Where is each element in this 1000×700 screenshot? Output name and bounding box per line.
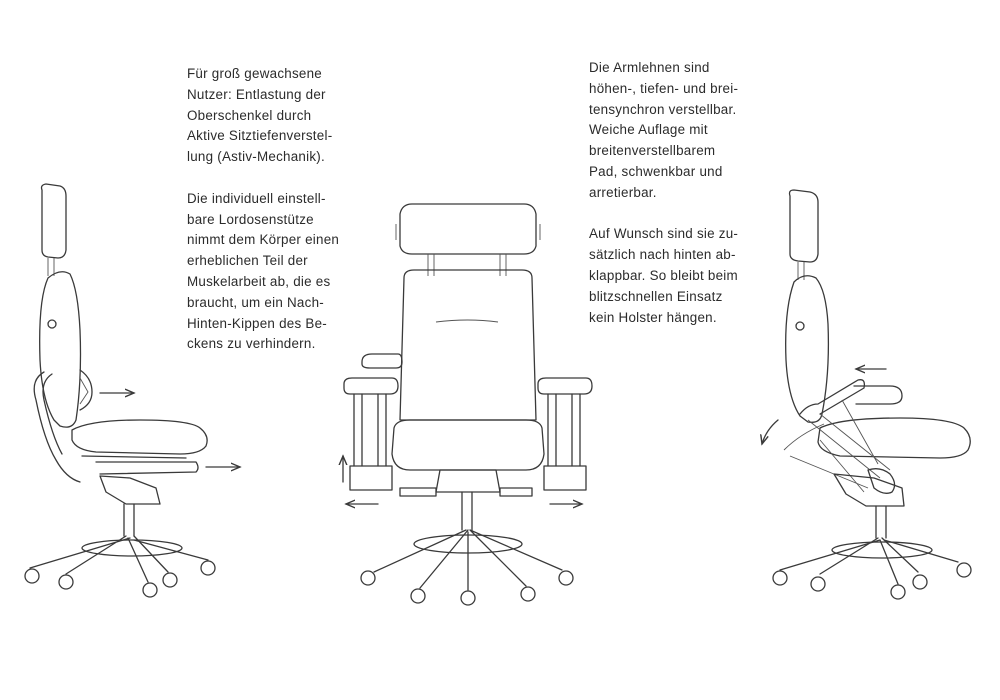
seat-center xyxy=(391,419,545,471)
base-center xyxy=(373,529,563,591)
seat-right xyxy=(817,417,971,459)
text-line: Auf Wunsch sind sie zu- xyxy=(589,226,739,242)
text-line: Oberschenkel durch xyxy=(187,107,312,123)
chair-side-view-left xyxy=(24,183,240,598)
text-line: Die individuell einstell- xyxy=(187,190,326,206)
armrest-right xyxy=(537,377,593,395)
lumbar-support xyxy=(79,369,93,411)
headrest-center xyxy=(399,203,537,255)
text-line: braucht, um ein Nach- xyxy=(187,294,324,310)
text-line: nimmt dem Körper einen xyxy=(187,232,340,248)
base-left xyxy=(29,535,209,583)
text-line: erheblichen Teil der xyxy=(187,253,308,269)
text-line: lung (Astiv-Mechanik). xyxy=(187,149,325,165)
text-line: bare Lordosenstütze xyxy=(187,211,314,227)
text-line: tensynchron verstellbar. xyxy=(589,101,737,117)
text-line: Hinten-Kippen des Be- xyxy=(187,315,327,331)
armrest-folding xyxy=(853,385,903,405)
text-line: kein Holster hängen. xyxy=(589,309,717,325)
text-line: Die Armlehnen sind xyxy=(589,60,710,75)
text-line: Muskelarbeit ab, die es xyxy=(187,273,331,289)
text-line: sätzlich nach hinten ab- xyxy=(589,247,736,263)
text-line: klappbar. So bleibt beim xyxy=(589,267,738,283)
text-line: Weiche Auflage mit xyxy=(589,122,708,138)
text-line: breitenverstellbarem xyxy=(589,143,716,159)
text-line: Pad, schwenkbar und xyxy=(589,163,723,179)
text-line: höhen-, tiefen- und brei- xyxy=(589,80,739,96)
text-line: Nutzer: Entlastung der xyxy=(187,86,326,102)
backrest-center xyxy=(399,269,537,421)
backrest-right xyxy=(785,275,830,423)
text-line: Aktive Sitztiefenverstel- xyxy=(187,128,333,144)
backrest-left xyxy=(39,271,82,428)
text-line: Für groß gewachsene xyxy=(187,66,323,81)
text-block-right: Die Armlehnen sind höhen-, tiefen- und br… xyxy=(589,58,738,328)
chair-front-view-center xyxy=(343,203,593,606)
text-line: blitzschnellen Einsatz xyxy=(589,288,723,304)
text-line: ckens zu verhindern. xyxy=(187,336,316,352)
text-line: arretierbar. xyxy=(589,184,657,200)
chair-side-view-right xyxy=(762,189,972,600)
arrow-armrest-fold xyxy=(762,419,779,444)
headrest-left xyxy=(40,183,67,259)
armrest-left xyxy=(343,377,399,395)
headrest-right xyxy=(788,189,819,263)
seat-left xyxy=(71,419,208,455)
